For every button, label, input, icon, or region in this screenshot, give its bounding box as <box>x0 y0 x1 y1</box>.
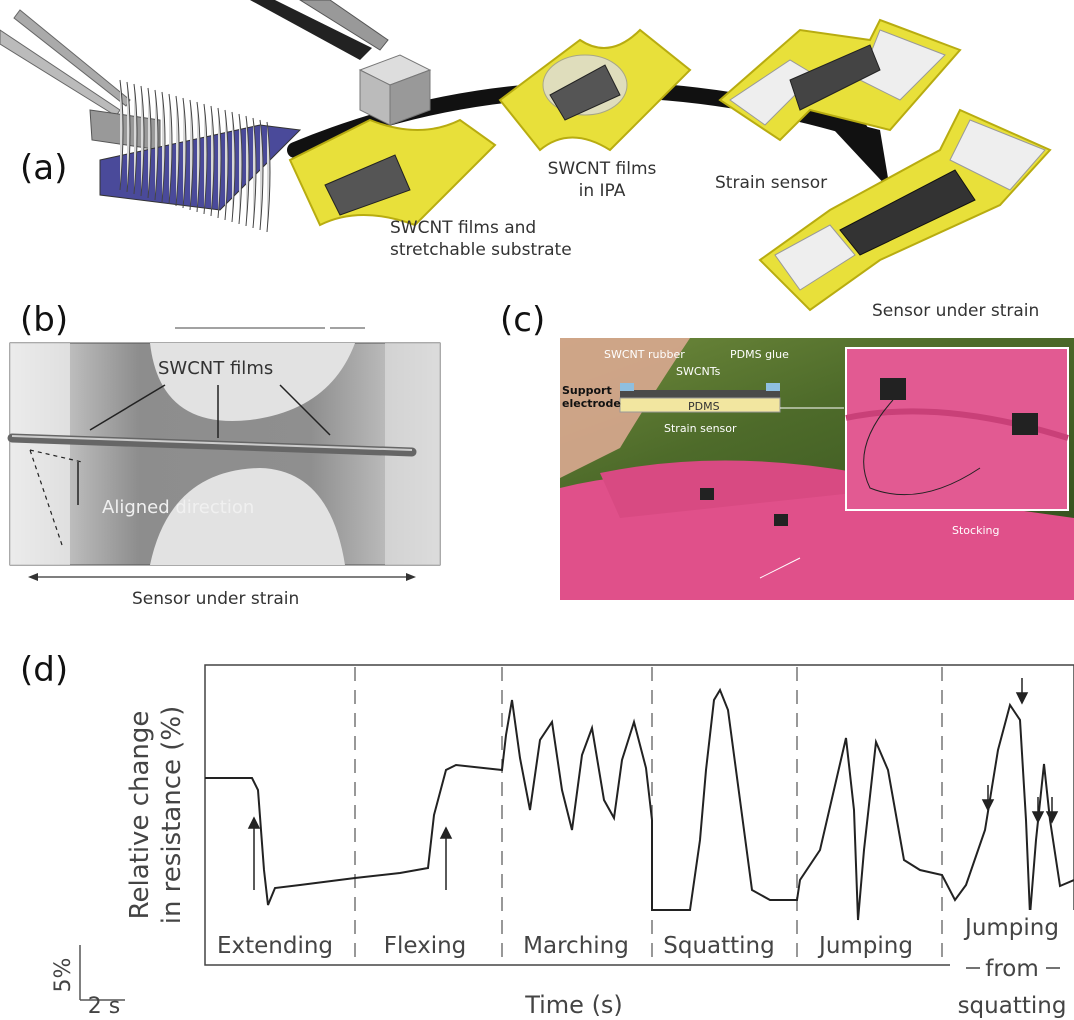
annotation-arrowhead <box>981 799 995 812</box>
d-seg-jfs-1: Jumping <box>963 915 1059 941</box>
cnt-lamella <box>252 117 257 229</box>
cnt-lamella <box>140 85 145 197</box>
d-ylabel-line2: in resistance (%) <box>157 706 187 925</box>
d-seg-extending: Extending <box>217 933 333 959</box>
cnt-lamella <box>126 81 131 193</box>
b-films-label: SWCNT films <box>158 358 274 379</box>
panel-label-c: (c) <box>500 300 546 340</box>
cnt-lamella <box>168 93 173 205</box>
cnt-lamella <box>196 101 201 213</box>
caption-step2-line1: SWCNT films <box>547 159 657 179</box>
b-strain-label: Sensor under strain <box>132 589 300 609</box>
d-seg-jumping: Jumping <box>817 933 913 959</box>
caption-step1-line1: SWCNT films and <box>390 218 537 238</box>
cnt-lamella <box>175 95 180 207</box>
cnt-lamella <box>224 109 229 221</box>
panel-label-b: (b) <box>20 300 69 340</box>
d-xlabel: Time (s) <box>524 991 623 1019</box>
c-swcnt-rubber: SWCNT rubber <box>604 348 685 361</box>
caption-step2-line2: in IPA <box>578 181 626 201</box>
d-seg-jfs-3: squatting <box>958 993 1067 1019</box>
panel-label-a: (a) <box>20 148 68 188</box>
d-seg-squatting: Squatting <box>663 933 774 959</box>
cnt-lamella <box>203 103 208 215</box>
c-support-line2: electrode <box>562 397 621 410</box>
cnt-lamella <box>147 87 152 199</box>
c-stocking: Stocking <box>952 524 1000 537</box>
cnt-lamella <box>238 113 243 225</box>
d-scale-x: 2 s <box>88 994 120 1019</box>
c-support-electrode: Support electrode <box>562 384 621 410</box>
d-seg-flexing: Flexing <box>384 933 467 959</box>
caption-step3: Strain sensor <box>715 173 828 193</box>
cnt-lamella <box>266 121 271 233</box>
cnt-lamella <box>161 91 166 203</box>
panel-label-d: (d) <box>20 650 69 690</box>
annotation-arrowhead <box>1031 811 1045 824</box>
annotation-arrowhead <box>1045 811 1059 824</box>
b-aligned-label: Aligned direction <box>102 497 255 518</box>
annotation-arrowhead <box>1015 692 1029 705</box>
panel-a-illustration <box>0 0 1052 312</box>
d-ylabel-line1: Relative change <box>125 711 155 920</box>
cnt-lamella <box>210 105 215 217</box>
cnt-lamella <box>119 79 124 191</box>
annotation-arrowhead <box>439 826 453 839</box>
caption-step4: Sensor under strain <box>872 301 1040 321</box>
c-support-line1: Support <box>562 384 612 397</box>
c-swcnts: SWCNTs <box>676 365 721 378</box>
annotation-arrowhead <box>247 816 261 829</box>
c-pdms-glue: PDMS glue <box>730 348 789 361</box>
cnt-lamella <box>182 97 187 209</box>
caption-step1: SWCNT films and stretchable substrate <box>390 217 572 261</box>
panel-c-photo: SWCNT rubber PDMS glue SWCNTs Support el… <box>560 338 1074 600</box>
cnt-lamella <box>217 107 222 219</box>
cnt-lamella <box>231 111 236 223</box>
cnt-lamella <box>245 115 250 227</box>
cnt-lamella <box>259 119 264 231</box>
c-strain-sensor: Strain sensor <box>664 422 737 435</box>
cnt-lamella <box>133 83 138 195</box>
d-scale-y: 5% <box>51 958 76 993</box>
c-pdms: PDMS <box>688 400 720 413</box>
d-seg-marching: Marching <box>523 933 629 959</box>
cnt-lamella <box>154 89 159 201</box>
cnt-lamella <box>189 99 194 211</box>
caption-step2: SWCNT films in IPA <box>542 158 662 202</box>
d-seg-jfs-2: from <box>985 956 1039 982</box>
caption-step1-line2: stretchable substrate <box>390 240 572 260</box>
